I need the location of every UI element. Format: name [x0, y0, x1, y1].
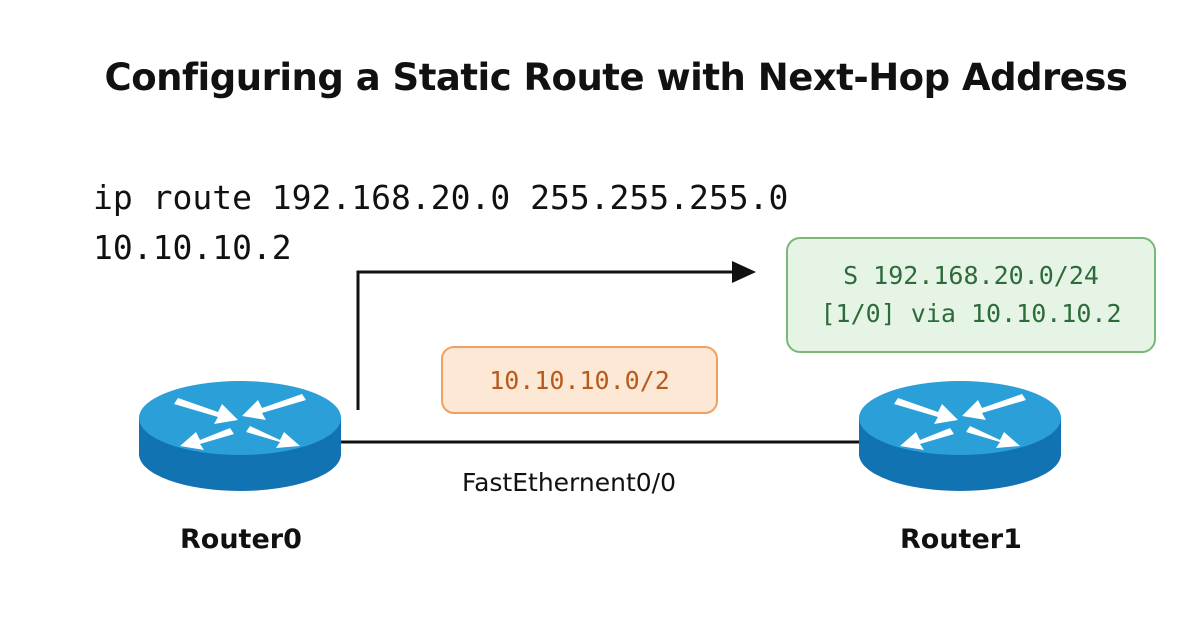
route-path-arrow: [356, 270, 736, 410]
interface-label: FastEthernent0/0: [462, 468, 677, 497]
router-icon[interactable]: [139, 381, 341, 491]
routing-entry-line-1: S 192.168.20.0/24: [843, 261, 1099, 290]
command-line-1: ip route 192.168.20.0 255.255.255.0: [93, 178, 789, 217]
page-title: Configuring a Static Route with Next-Hop…: [104, 56, 1128, 99]
routing-entry-line-2: [1/0] via 10.10.10.2: [820, 299, 1122, 328]
router1-label: Router1: [900, 524, 1022, 555]
routing-table-entry: S 192.168.20.0/24 [1/0] via 10.10.10.2: [786, 237, 1156, 353]
router-icon[interactable]: [859, 381, 1061, 491]
network-label: 10.10.10.0/2: [441, 346, 718, 414]
command-line-2: 10.10.10.2: [93, 228, 292, 267]
router0-label: Router0: [180, 524, 302, 555]
arrow-head-icon: [732, 261, 756, 283]
